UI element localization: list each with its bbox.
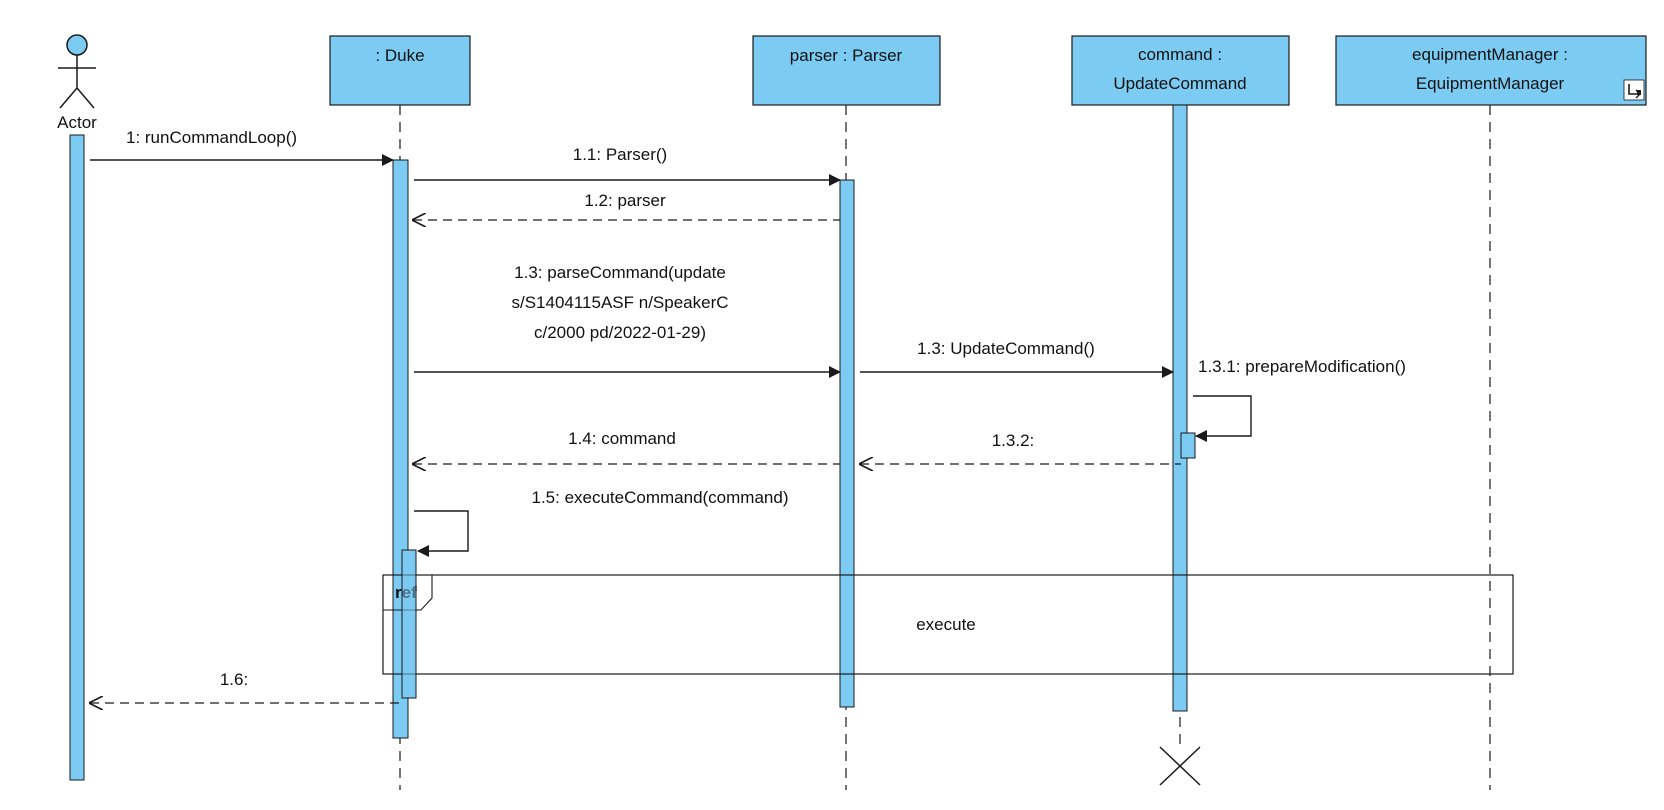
stick-figure-icon xyxy=(58,34,96,109)
lifelines-dashed xyxy=(399,105,1491,790)
message-1-3-1[interactable]: 1.3.1: prepareModification() xyxy=(1193,357,1406,442)
message-1-5-label: 1.5: executeCommand(command) xyxy=(531,488,788,507)
message-1-3-label-line2: s/S1404115ASF n/SpeakerC xyxy=(511,293,728,312)
message-1-label: 1: runCommandLoop() xyxy=(126,128,297,147)
lifeline-title-duke: : Duke xyxy=(375,46,424,65)
message-1-1[interactable]: 1.1: Parser() xyxy=(414,145,841,186)
message-1-3-create[interactable]: 1.3: UpdateCommand() xyxy=(860,339,1174,378)
message-1-4-label: 1.4: command xyxy=(568,429,676,448)
lifeline-title-command-line2: UpdateCommand xyxy=(1113,74,1246,93)
command-nested-activation-bar xyxy=(1180,432,1196,459)
lifeline-title-equipment-line2: EquipmentManager xyxy=(1416,74,1565,93)
message-1-3-label-line3: c/2000 pd/2022-01-29) xyxy=(534,323,706,342)
lifeline-header-duke[interactable]: : Duke xyxy=(329,35,471,106)
message-1-2[interactable]: 1.2: parser xyxy=(413,191,840,220)
message-1-3-2-label: 1.3.2: xyxy=(992,431,1035,450)
message-1-3-create-label: 1.3: UpdateCommand() xyxy=(917,339,1095,358)
duke-nested-activation-bar-overlay xyxy=(401,549,417,699)
message-1-5[interactable]: 1.5: executeCommand(command) xyxy=(414,488,789,557)
message-1-3-2[interactable]: 1.3.2: xyxy=(860,431,1181,464)
message-1-6-label: 1.6: xyxy=(220,670,248,689)
actor-activation-bar xyxy=(69,134,85,781)
destroy-x-icon xyxy=(1159,746,1201,786)
message-1[interactable]: 1: runCommandLoop() xyxy=(90,128,394,166)
lifeline-title-equipment-line1: equipmentManager : xyxy=(1412,45,1568,64)
lifeline-title-command-line1: command : xyxy=(1138,45,1222,64)
actor[interactable]: Actor xyxy=(57,34,97,132)
ref-fragment-label: execute xyxy=(916,615,976,634)
message-1-2-label: 1.2: parser xyxy=(584,191,666,210)
message-1-1-label: 1.1: Parser() xyxy=(573,145,667,164)
message-1-6[interactable]: 1.6: xyxy=(90,670,400,703)
lifeline-header-equipment[interactable]: equipmentManager : EquipmentManager xyxy=(1335,35,1647,106)
resize-corner-icon[interactable] xyxy=(1623,79,1645,101)
actor-label: Actor xyxy=(57,113,97,132)
lifeline-title-parser: parser : Parser xyxy=(790,46,903,65)
lifeline-header-command[interactable]: command : UpdateCommand xyxy=(1071,35,1290,106)
message-1-4[interactable]: 1.4: command xyxy=(413,429,840,464)
command-activation-bar xyxy=(1172,104,1188,712)
message-1-3[interactable]: 1.3: parseCommand(update s/S1404115ASF n… xyxy=(414,263,841,378)
lifeline-header-parser[interactable]: parser : Parser xyxy=(752,35,941,106)
parser-activation-bar xyxy=(839,179,855,708)
ref-fragment[interactable]: ref execute xyxy=(382,574,1514,675)
message-1-3-1-label: 1.3.1: prepareModification() xyxy=(1198,357,1406,376)
message-1-3-label-line1: 1.3: parseCommand(update xyxy=(514,263,726,282)
